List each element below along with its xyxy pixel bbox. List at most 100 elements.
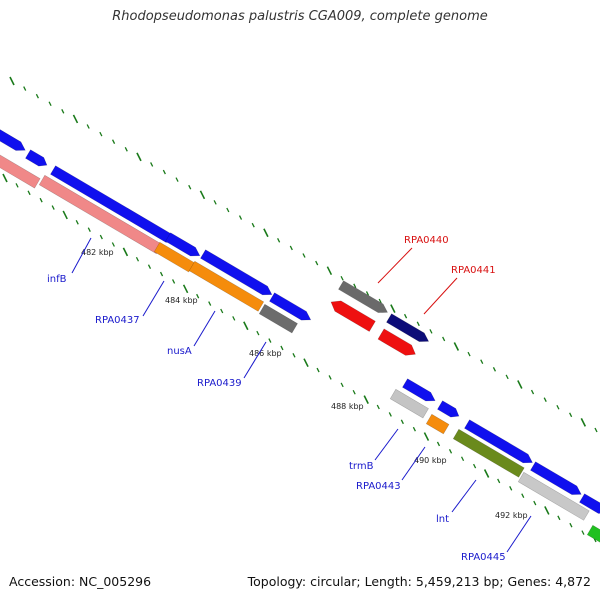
- label-leader-line: [193, 310, 216, 347]
- outer-tick: [353, 283, 357, 289]
- inner-tick: [303, 358, 309, 368]
- cds-feature[interactable]: [530, 461, 583, 499]
- label-leader-line: [423, 277, 458, 315]
- gene-feature[interactable]: [258, 303, 298, 334]
- cds-feature[interactable]: [437, 400, 461, 421]
- outer-tick: [35, 93, 39, 99]
- cds-feature[interactable]: [402, 378, 437, 405]
- inner-tick: [436, 441, 441, 447]
- kbp-label: 486 kbp: [249, 349, 282, 358]
- gene-label[interactable]: RPA0441: [451, 265, 496, 276]
- cds-feature[interactable]: [0, 128, 28, 155]
- inner-tick: [473, 463, 477, 469]
- cds-feature[interactable]: [25, 149, 49, 170]
- outer-tick: [9, 76, 15, 86]
- inner-tick: [232, 316, 236, 321]
- outer-tick: [594, 427, 598, 433]
- gene-label[interactable]: nusA: [167, 346, 192, 357]
- reverse-feature[interactable]: [377, 328, 419, 360]
- gene-feature[interactable]: [517, 471, 590, 521]
- cds-feature[interactable]: [165, 232, 202, 260]
- kbp-label: 482 kbp: [81, 248, 114, 257]
- cds-feature[interactable]: [269, 292, 313, 324]
- outer-tick: [162, 169, 166, 175]
- inner-tick: [569, 522, 573, 528]
- gene-label[interactable]: RPA0440: [404, 235, 449, 246]
- outer-tick: [199, 190, 206, 200]
- outer-tick: [302, 253, 306, 258]
- cds-feature[interactable]: [579, 493, 600, 518]
- inner-tick: [497, 478, 501, 484]
- gene-label[interactable]: infB: [47, 274, 67, 285]
- inner-tick: [147, 264, 152, 269]
- cds-feature[interactable]: [464, 419, 535, 467]
- inner-tick: [448, 449, 453, 454]
- gene-label[interactable]: RPA0445: [461, 552, 506, 563]
- gene-label[interactable]: RPA0437: [95, 315, 140, 326]
- gene-feature[interactable]: [38, 174, 163, 255]
- outer-tick: [175, 177, 179, 182]
- kbp-label: 492 kbp: [495, 511, 528, 520]
- reverse-feature[interactable]: [328, 297, 376, 332]
- inner-tick: [208, 301, 212, 306]
- outer-tick: [340, 275, 344, 281]
- outer-tick: [505, 374, 509, 380]
- gene-label[interactable]: trmB: [349, 461, 374, 472]
- outer-tick: [365, 291, 370, 296]
- gene-label[interactable]: RPA0443: [356, 481, 401, 492]
- inner-tick: [376, 404, 380, 410]
- inner-tick: [51, 205, 55, 210]
- outer-tick: [150, 162, 154, 167]
- cds-feature[interactable]: [200, 249, 274, 299]
- inner-tick: [533, 500, 537, 506]
- outer-tick: [326, 266, 333, 276]
- outer-tick: [251, 222, 255, 228]
- outer-tick: [315, 260, 319, 266]
- outer-tick: [277, 238, 281, 243]
- gene-features[interactable]: [0, 128, 600, 546]
- label-leader-line: [506, 515, 532, 553]
- inner-tick: [196, 293, 200, 299]
- inner-tick: [340, 382, 344, 388]
- inner-tick: [544, 506, 550, 515]
- outer-tick: [111, 139, 116, 144]
- gene-feature[interactable]: [425, 413, 450, 435]
- outer-tick: [263, 228, 269, 238]
- inner-tick: [363, 395, 369, 404]
- outer-tick: [416, 321, 420, 327]
- outer-tick: [213, 200, 217, 205]
- kbp-label: 490 kbp: [414, 456, 447, 465]
- outer-tick: [467, 351, 471, 357]
- outer-tick: [226, 207, 230, 213]
- gene-feature[interactable]: [188, 260, 265, 312]
- cds-feature[interactable]: [50, 165, 177, 247]
- outer-tick: [61, 109, 65, 114]
- inner-tick: [521, 493, 525, 498]
- outer-tick: [124, 146, 128, 152]
- reverse-feature[interactable]: [338, 280, 390, 317]
- outer-tick: [48, 101, 52, 107]
- inner-tick: [352, 389, 356, 395]
- gene-feature[interactable]: [0, 153, 41, 189]
- outer-tick: [517, 380, 523, 389]
- gene-feature[interactable]: [389, 388, 429, 419]
- outer-tick: [453, 342, 460, 351]
- label-leader-line: [71, 237, 92, 274]
- reverse-feature[interactable]: [386, 313, 431, 346]
- outer-tick: [403, 313, 408, 319]
- outer-tick: [442, 336, 446, 342]
- outer-tick: [72, 114, 79, 124]
- gene-feature[interactable]: [586, 524, 600, 546]
- gene-label[interactable]: lnt: [436, 514, 449, 525]
- accession-text: Accession: NC_005296: [9, 574, 152, 589]
- inner-tick: [75, 220, 79, 225]
- inner-tick: [39, 197, 43, 203]
- outer-tick: [569, 412, 573, 418]
- outer-tick: [492, 367, 497, 372]
- gene-label[interactable]: RPA0439: [197, 378, 242, 389]
- gene-feature[interactable]: [452, 428, 525, 478]
- outer-tick: [480, 359, 484, 365]
- label-leader-line: [451, 479, 477, 513]
